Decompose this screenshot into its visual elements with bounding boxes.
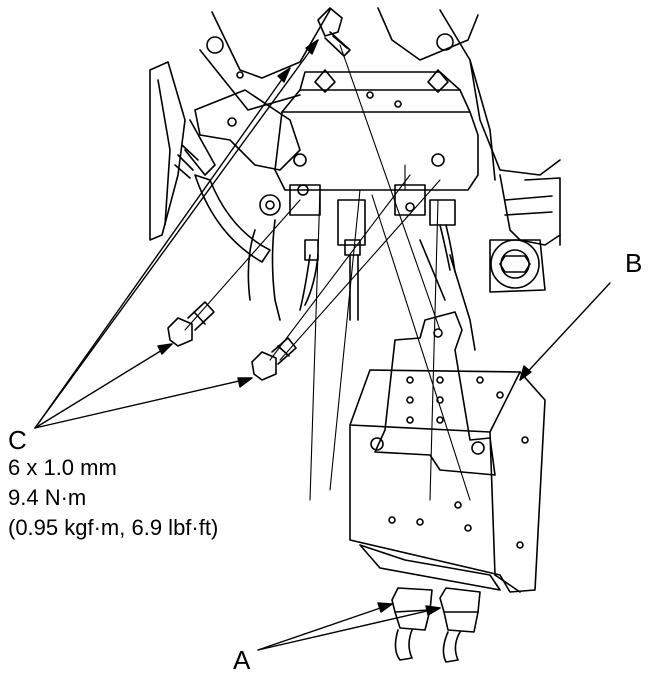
- bolts-c: [167, 7, 351, 381]
- vehicle-body-structure: [149, 7, 561, 351]
- connectors-a: [391, 587, 481, 663]
- fastener-size-text: 6 x 1.0 mm: [8, 455, 117, 480]
- callout-label-a: A: [233, 645, 251, 675]
- fastener-torque-alt-text: (0.95 kgf·m, 6.9 lbf·ft): [8, 515, 219, 540]
- callout-label-c: C: [8, 425, 27, 455]
- fastener-torque-text: 9.4 N·m: [8, 485, 87, 510]
- alignment-lines: [184, 44, 471, 501]
- control-unit-b: [349, 311, 546, 593]
- callout-label-b: B: [625, 248, 643, 278]
- leader-lines: [34, 39, 611, 651]
